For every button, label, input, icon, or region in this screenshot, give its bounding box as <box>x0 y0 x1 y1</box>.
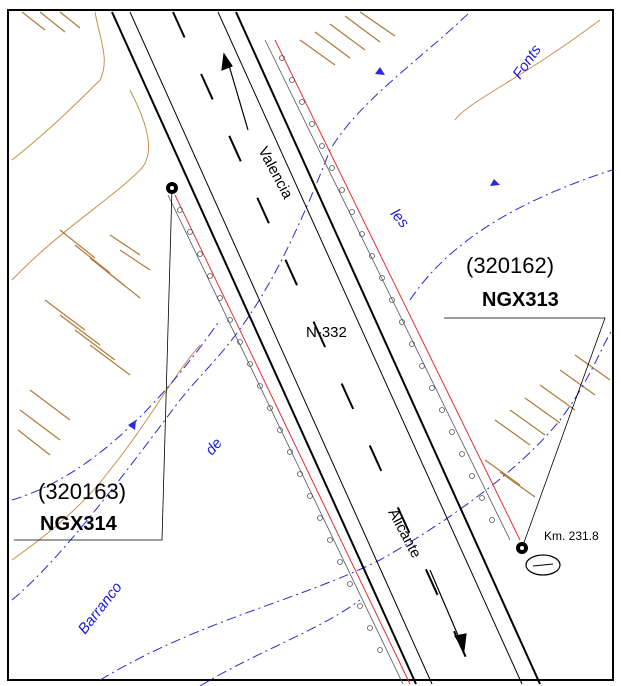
stream-arrows <box>128 67 500 430</box>
contour-line <box>11 89 150 281</box>
stream-line <box>199 599 361 686</box>
slope-hatching-right <box>299 11 611 498</box>
direction-arrows <box>221 52 467 652</box>
stream-arrow <box>375 67 385 75</box>
arrow-south-head <box>454 633 467 652</box>
road-direction-south: Alicante <box>384 506 424 561</box>
station-code-label: (320162) <box>466 253 554 278</box>
slope-hatching-left <box>17 229 151 456</box>
leader-ngx314 <box>14 187 173 541</box>
stream-arrow <box>490 179 500 186</box>
arrow-north-head <box>221 52 233 71</box>
stream-name-word-2: de <box>202 435 226 459</box>
leader-lines <box>14 187 606 549</box>
stream-line <box>11 319 221 501</box>
map-frame <box>7 9 614 681</box>
stream-name-word-3: les <box>387 206 413 232</box>
contour-lines <box>11 11 601 561</box>
stream-lines <box>11 11 613 686</box>
contour-line <box>11 11 105 161</box>
stream-line <box>11 11 471 601</box>
fence-posts-west <box>177 207 383 653</box>
road-n332 <box>111 11 541 685</box>
stream-name-word-1: Barranco <box>75 579 126 637</box>
survey-station-ngx313[interactable] <box>516 542 528 554</box>
stream-arrow <box>128 420 136 430</box>
km-marker[interactable]: Km. 231.8 <box>525 529 599 576</box>
contour-line <box>454 19 601 121</box>
fence-posts-east <box>279 55 495 523</box>
road-name-label: N-332 <box>306 324 347 341</box>
station-name-label: NGX314 <box>40 513 118 535</box>
road-edge-west-inner <box>129 11 433 685</box>
stream-line <box>99 329 613 681</box>
km-post-icon <box>525 554 561 576</box>
station-code-label: (320163) <box>38 479 126 504</box>
road-direction-north: Valencia <box>254 144 296 202</box>
km-label: Km. 231.8 <box>544 529 599 543</box>
road-edge-east <box>235 11 541 685</box>
road-edge-east-inner <box>217 11 523 685</box>
road-edge-west <box>111 11 417 685</box>
road-centre-line <box>172 11 479 685</box>
arrow-south-shaft <box>429 569 461 641</box>
stream-line <box>409 169 613 301</box>
leader-ngx313 <box>444 317 606 549</box>
survey-station-ngx314[interactable] <box>166 182 178 194</box>
fence-east <box>264 39 521 541</box>
station-name-label: NGX313 <box>482 289 559 311</box>
contour-line <box>11 344 201 561</box>
arrow-north-shaft <box>227 61 249 131</box>
slope-hatching-top <box>21 11 81 33</box>
